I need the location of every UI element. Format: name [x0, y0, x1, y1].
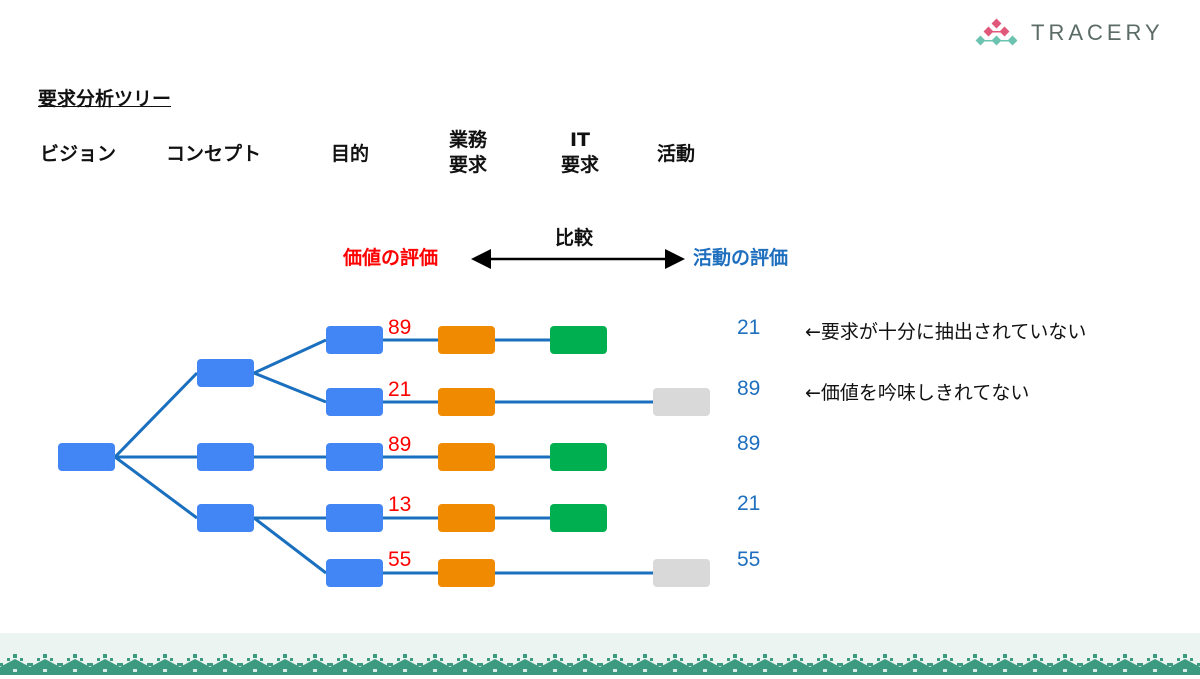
business-req-node — [438, 559, 495, 587]
value-score: 21 — [388, 378, 412, 401]
annotation-note: ←価値を吟味しきれてない — [805, 382, 1030, 404]
business-req-node — [438, 504, 495, 532]
activity-node — [653, 388, 710, 416]
column-concept: コンセプト — [166, 143, 262, 165]
purpose-node — [326, 559, 383, 587]
page-title: 要求分析ツリー — [38, 88, 172, 110]
purpose-node — [326, 504, 383, 532]
value-score: 89 — [388, 316, 412, 339]
it-req-node — [550, 443, 607, 471]
column-business-req: 業務 要求 — [448, 129, 487, 176]
value-score: 55 — [388, 548, 412, 571]
purpose-node — [326, 443, 383, 471]
business-req-node — [438, 388, 495, 416]
business-req-node — [438, 443, 495, 471]
business-req-node — [438, 326, 495, 354]
logo-text: TRACERY — [1031, 20, 1164, 45]
activity-score: 89 — [737, 432, 761, 455]
activity-node — [653, 559, 710, 587]
concept-node — [197, 443, 254, 471]
concept-node — [197, 359, 254, 387]
activity-score: 55 — [737, 548, 761, 571]
activity-score: 89 — [737, 377, 761, 400]
value-score: 89 — [388, 433, 412, 456]
purpose-node — [326, 326, 383, 354]
vision-node — [58, 443, 115, 471]
it-req-node — [550, 326, 607, 354]
comparison-label: 比較 — [555, 227, 594, 249]
value-score: 13 — [388, 493, 412, 516]
tracery-logo-icon — [975, 18, 1018, 46]
it-req-node — [550, 504, 607, 532]
tree-connectors — [113, 249, 685, 575]
column-activity: 活動 — [657, 143, 696, 165]
column-purpose: 目的 — [331, 143, 370, 165]
footer-pattern — [0, 633, 1200, 675]
value-evaluation-label: 価値の評価 — [343, 247, 439, 269]
activity-evaluation-label: 活動の評価 — [693, 247, 789, 269]
concept-node — [197, 504, 254, 532]
activity-score: 21 — [737, 316, 761, 339]
annotation-note: ←要求が十分に抽出されていない — [805, 321, 1087, 343]
activity-score: 21 — [737, 492, 761, 515]
purpose-node — [326, 388, 383, 416]
column-vision: ビジョン — [40, 143, 117, 165]
tracery-logo: TRACERY — [975, 18, 1164, 48]
column-it-req: IT 要求 — [560, 129, 599, 176]
footer-zigzag-decoration — [0, 633, 1200, 675]
